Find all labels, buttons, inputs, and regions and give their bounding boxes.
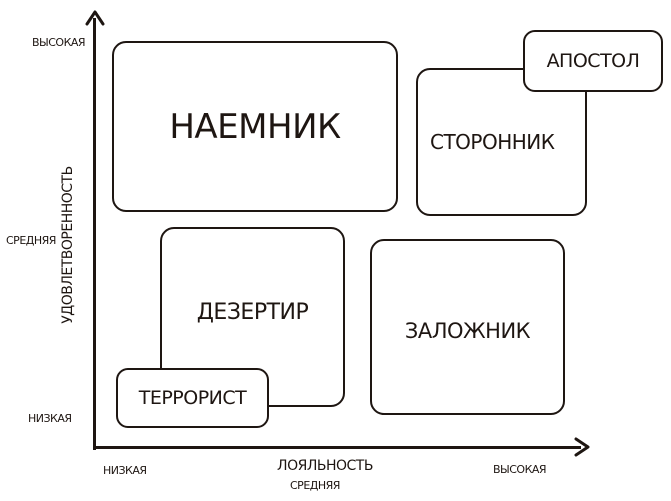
x-axis-arrow-icon: [574, 437, 590, 457]
box-mercenary: НАЕМНИК: [112, 41, 398, 212]
x-tick-low: НИЗКАЯ: [103, 464, 147, 477]
y-axis-arrow-icon: [85, 10, 105, 26]
box-label: АПОСТОЛ: [546, 50, 640, 72]
box-label: ДЕЗЕРТИР: [196, 299, 309, 325]
box-label: СТОРОННИК: [430, 130, 555, 154]
box-apostle: АПОСТОЛ: [523, 30, 663, 92]
y-axis-title: УДОВЛЕТВОРЕННОСТЬ: [60, 166, 76, 324]
box-supporter: СТОРОННИК: [416, 68, 587, 216]
box-label: ЗАЛОЖНИК: [404, 319, 531, 343]
box-label: НАЕМНИК: [169, 106, 341, 147]
x-axis-line: [93, 446, 581, 449]
box-hostage: ЗАЛОЖНИК: [370, 239, 565, 415]
y-tick-medium: СРЕДНЯЯ: [6, 234, 56, 247]
box-terrorist: ТЕРРОРИСТ: [116, 368, 269, 428]
y-tick-low: НИЗКАЯ: [28, 412, 72, 425]
box-label: ТЕРРОРИСТ: [138, 387, 247, 409]
y-axis-line: [93, 18, 96, 450]
x-tick-high: ВЫСОКАЯ: [493, 463, 547, 476]
x-tick-medium: СРЕДНЯЯ: [290, 479, 340, 492]
x-axis-title: ЛОЯЛЬНОСТЬ: [277, 458, 373, 474]
y-tick-high: ВЫСОКАЯ: [32, 36, 86, 49]
